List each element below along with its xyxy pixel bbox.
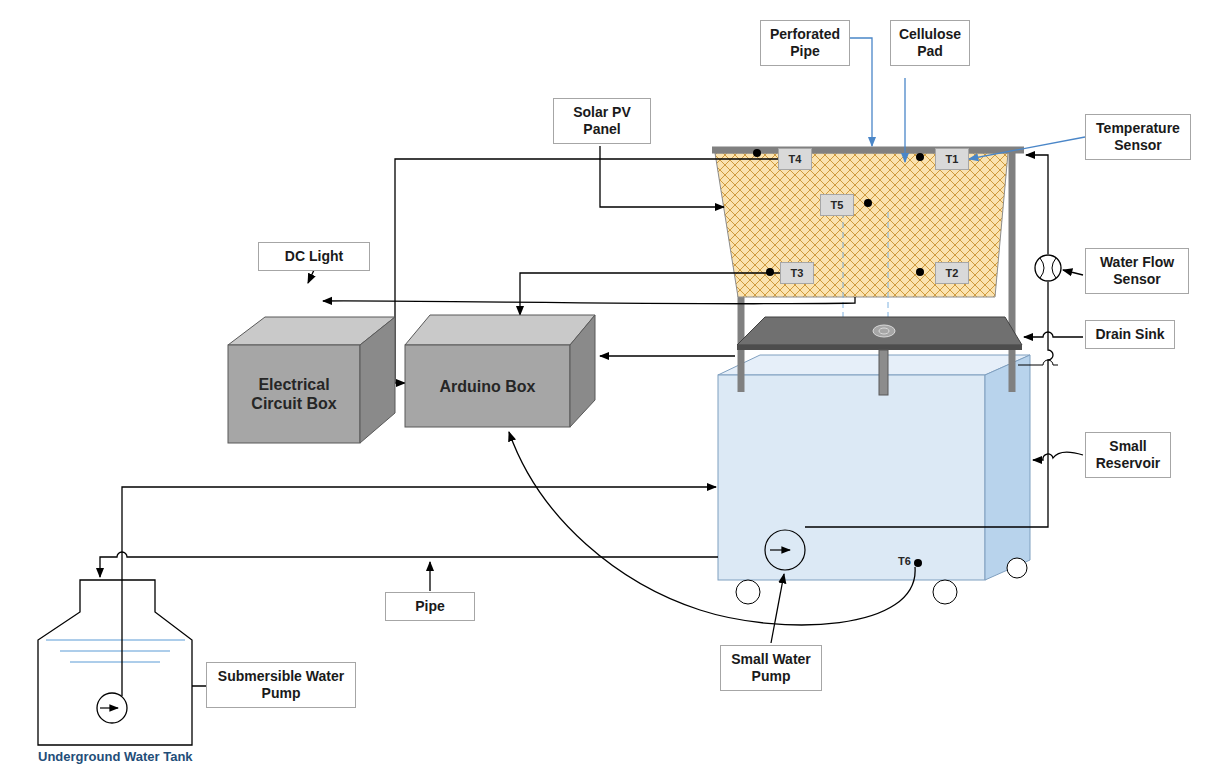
label-text: Arduino Box: [440, 377, 536, 396]
pipe: [100, 552, 718, 577]
small-pump: [765, 530, 805, 570]
wire: [509, 432, 915, 625]
water-line: [46, 640, 185, 641]
label-text: Pipe: [392, 598, 468, 615]
connector: [520, 273, 780, 315]
flow-sensor-mark: [1040, 258, 1056, 278]
submersible-pump: [97, 693, 127, 723]
dash-line: [843, 212, 844, 318]
sensor-tag: T4: [778, 148, 812, 170]
box-front: [228, 345, 360, 443]
box-face: Electrical Circuit Box: [228, 345, 360, 443]
box-front: [405, 345, 570, 427]
callout-box: Perforated Pipe: [760, 20, 850, 66]
box-side: [360, 317, 395, 443]
pipe: [805, 155, 1053, 527]
leader-line: [771, 574, 784, 643]
box-top: [405, 315, 595, 345]
label-text: Submersible Water Pump: [213, 668, 349, 702]
label-text: Temperature Sensor: [1092, 120, 1184, 154]
drain-edge: [737, 345, 1022, 350]
leader-line: [308, 270, 314, 283]
pump-arrow: [100, 707, 118, 708]
leader-line: [1033, 452, 1083, 460]
wheel: [1007, 558, 1027, 578]
dash-line: [888, 212, 889, 318]
sensor-tag: T3: [780, 262, 814, 284]
drain-stub: [879, 350, 888, 395]
wheel: [736, 580, 760, 604]
sensor-dot: [864, 199, 872, 207]
leader-line: [1024, 332, 1083, 337]
callout-box: Small Reservoir: [1085, 432, 1171, 478]
sensor-dot: [916, 153, 924, 161]
sensor-tag: T5: [820, 194, 854, 216]
reservoir-top: [718, 355, 1030, 375]
drain-sink: [737, 317, 1022, 345]
drain-hole: [879, 328, 889, 334]
label-text: Electrical Circuit Box: [240, 375, 348, 413]
label-text: Water Flow Sensor: [1092, 254, 1182, 288]
sensor-label: T6: [898, 555, 911, 567]
sensor-dot: [916, 268, 924, 276]
sensor-dot: [753, 149, 761, 157]
arduino-box: Arduino Box: [405, 315, 595, 427]
callout-box: Solar PV Panel: [553, 98, 651, 144]
label-text: T5: [831, 199, 844, 211]
sensor-tag: T2: [935, 262, 969, 284]
pump-arrow: [770, 549, 790, 550]
reservoir-side: [985, 355, 1030, 580]
tank-label: Underground Water Tank: [38, 749, 193, 764]
wire: [323, 297, 855, 304]
wheel: [933, 580, 957, 604]
label-text: Drain Sink: [1092, 326, 1168, 343]
drain-hole: [873, 325, 895, 337]
frame-leg: [1009, 147, 1016, 392]
box-face: Arduino Box: [405, 345, 570, 427]
label-text: DC Light: [265, 248, 363, 265]
callout-box: Drain Sink: [1085, 320, 1175, 349]
flow-sensor: [1035, 255, 1061, 281]
label-text: Solar PV Panel: [560, 104, 644, 138]
label-text: T1: [946, 153, 959, 165]
label-text: Perforated Pipe: [767, 26, 843, 60]
underground-tank: [38, 580, 192, 745]
sensor-tag: T1: [935, 148, 969, 170]
box-3d: [405, 315, 595, 427]
callout-box: Small Water Pump: [720, 645, 822, 691]
cellulose-pad: [715, 153, 1008, 297]
reservoir-front: [718, 375, 985, 580]
leader-line: [429, 562, 430, 591]
box-text: Arduino Box: [440, 377, 536, 396]
callout-box: Temperature Sensor: [1085, 114, 1191, 160]
wire: [600, 355, 735, 356]
label-text: Cellulose Pad: [897, 26, 963, 60]
water-line: [70, 662, 160, 663]
sensor-dot: [766, 268, 774, 276]
leader-line: [600, 146, 724, 207]
box-side: [570, 315, 595, 427]
callout-box: Submersible Water Pump: [206, 662, 356, 708]
connector: [969, 137, 1085, 159]
water-line: [60, 651, 170, 652]
leader-line: [904, 78, 905, 162]
label-text: T2: [946, 267, 959, 279]
leader-line: [850, 38, 872, 146]
pipe: [1018, 360, 1058, 365]
callout-box: Water Flow Sensor: [1085, 248, 1189, 294]
callout-box: DC Light: [258, 242, 370, 271]
label-text: Small Reservoir: [1092, 438, 1164, 472]
label-text: T3: [791, 267, 804, 279]
box-text: Electrical Circuit Box: [240, 375, 348, 413]
callout-box: Cellulose Pad: [890, 20, 970, 66]
leader-line: [1063, 270, 1083, 275]
circuit-box: Electrical Circuit Box: [228, 317, 395, 443]
callout-box: Pipe: [385, 592, 475, 621]
label-text: T4: [789, 153, 802, 165]
label-text: Small Water Pump: [727, 651, 815, 685]
sensor-dot: [914, 559, 922, 567]
